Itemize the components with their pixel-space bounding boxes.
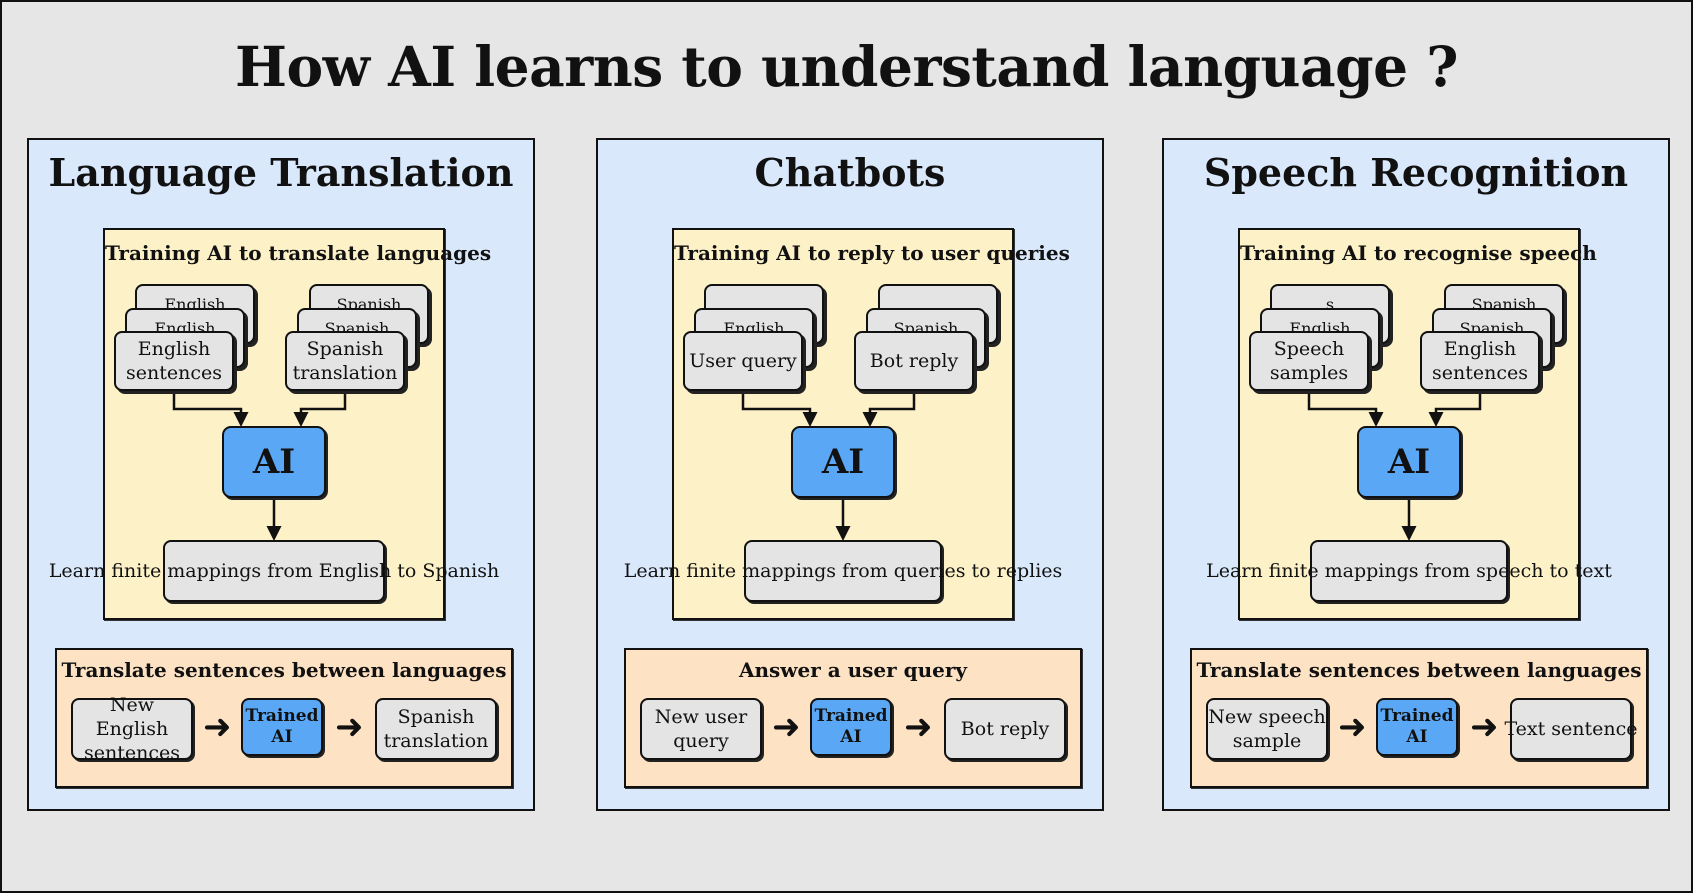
usage-input-box: New user query xyxy=(640,698,762,760)
usage-box: Answer a user query New user query ➜ Tra… xyxy=(624,648,1082,788)
bot-reply-card: Bot reply xyxy=(854,331,974,391)
ai-box: AI xyxy=(222,426,326,498)
trained-ai-box: Trained AI xyxy=(241,698,323,756)
panel-title: Language Translation xyxy=(48,150,514,195)
training-box: Training AI to translate languages Engli… xyxy=(49,228,499,620)
usage-output-box: Bot reply xyxy=(944,698,1066,760)
panel-speech-recognition: Speech Recognition Training AI to recogn… xyxy=(1162,138,1670,811)
panel-title: Chatbots xyxy=(754,150,946,195)
spanish-translation-card: Spanish translation xyxy=(285,331,405,391)
usage-title: Translate sentences between languages xyxy=(61,658,507,682)
speech-samples-card: Speech samples xyxy=(1249,331,1369,391)
arrow-icon: ➜ xyxy=(1338,707,1367,747)
usage-box: Translate sentences between languages Ne… xyxy=(55,648,513,788)
ai-box: AI xyxy=(1357,426,1461,498)
panel-title: Speech Recognition xyxy=(1203,150,1629,195)
panel-language-translation: Language Translation Training AI to tran… xyxy=(27,138,535,811)
arrow-icon: ➜ xyxy=(335,707,364,747)
training-box: Training AI to reply to user queries Eng… xyxy=(624,228,1070,620)
training-title: Training AI to reply to user queries xyxy=(674,241,1070,265)
trained-ai-box: Trained AI xyxy=(810,698,892,756)
page-title: How AI learns to understand language ? xyxy=(235,34,1458,99)
usage-output-box: Text sentence xyxy=(1504,698,1638,760)
arrow-icon: ➜ xyxy=(1470,707,1499,747)
usage-title: Answer a user query xyxy=(738,658,968,682)
usage-input-box: New English sentences xyxy=(71,694,193,764)
training-title: Training AI to translate languages xyxy=(105,241,492,265)
arrow-icon: ➜ xyxy=(904,707,933,747)
arrow-icon: ➜ xyxy=(772,707,801,747)
learn-mappings-box: Learn finite mappings from English to Sp… xyxy=(49,540,499,602)
arrow-icon: ➜ xyxy=(203,707,232,747)
usage-input-box: New speech sample xyxy=(1206,698,1328,760)
ai-box: AI xyxy=(791,426,895,498)
usage-title: Translate sentences between languages xyxy=(1196,658,1642,682)
user-query-card: User query xyxy=(683,331,803,391)
english-sentences-card: English sentences xyxy=(1420,331,1540,391)
english-sentences-card: English sentences xyxy=(114,331,234,391)
usage-box: Translate sentences between languages Ne… xyxy=(1190,648,1648,788)
learn-mappings-box: Learn finite mappings from speech to tex… xyxy=(1206,540,1612,602)
learn-mappings-box: Learn finite mappings from queries to re… xyxy=(624,540,1062,602)
panel-chatbots: Chatbots Training AI to reply to user qu… xyxy=(596,138,1104,811)
training-box: Training AI to recognise speech s Englis… xyxy=(1206,228,1612,620)
usage-output-box: Spanish translation xyxy=(375,698,497,760)
trained-ai-box: Trained AI xyxy=(1376,698,1458,756)
training-title: Training AI to recognise speech xyxy=(1240,241,1597,265)
